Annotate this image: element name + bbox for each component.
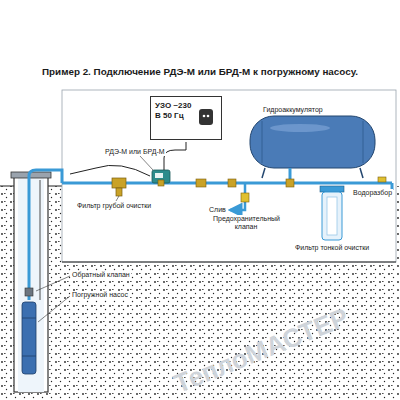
coarse-filter [112, 178, 126, 188]
pump-cable [40, 180, 41, 300]
fine-filter [320, 186, 344, 192]
socket-icon [197, 107, 217, 129]
part-label: Погружной насос [71, 291, 129, 299]
pump-wire [70, 165, 150, 176]
part-label: Фильтр грубой очистки [76, 202, 152, 210]
main-pipe [62, 182, 392, 185]
part-label: Гидроаккумулятор [262, 106, 324, 114]
floor [62, 261, 396, 262]
check-valve [25, 288, 33, 296]
leader-line [140, 156, 153, 170]
leader-line [116, 196, 119, 201]
device-label: РДЭ-М или БРД-М [104, 148, 166, 156]
tap [378, 177, 386, 182]
well-water [18, 176, 44, 392]
part-label: Водоразбор [352, 189, 393, 197]
fitting [228, 179, 236, 187]
power-wire [164, 142, 186, 170]
node-text: УЗО ~230 В 50 Гц [155, 101, 193, 120]
part-label: Предохранительный клапан [212, 215, 280, 231]
fitting [196, 179, 206, 187]
well-casing [14, 176, 48, 392]
leader-line [38, 296, 70, 322]
riser-pipe [28, 180, 31, 300]
room [62, 90, 396, 262]
diagram-title: Пример 2. Подключение РДЭ-М или БРД-М к … [0, 66, 400, 77]
safety-valve [241, 193, 249, 202]
part-label: Слив [208, 206, 227, 214]
part-label: Фильтр тонкой очистки [294, 244, 370, 252]
pressure-tank [250, 116, 375, 168]
pipe-from-well [29, 170, 62, 183]
part-label: Обратный клапан [71, 271, 131, 279]
leader-line [36, 276, 70, 291]
power-socket-box: УЗО ~230 В 50 Гц [150, 96, 222, 140]
submersible-pump [22, 302, 36, 374]
